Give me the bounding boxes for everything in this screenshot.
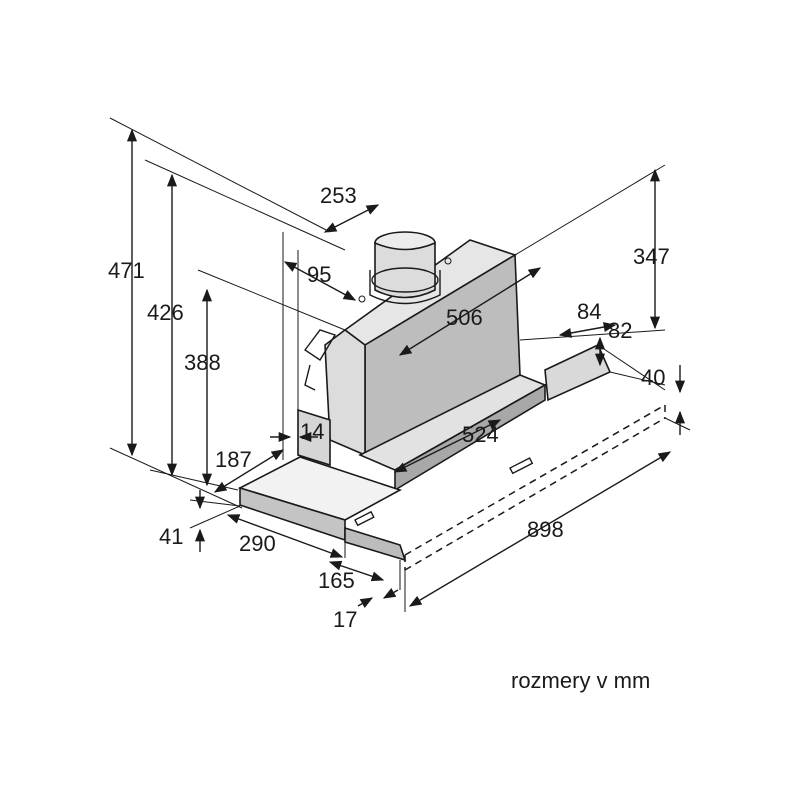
extension-lines — [109, 117, 691, 612]
dim-95: 95 — [307, 262, 331, 287]
dim-82: 82 — [608, 318, 632, 343]
dim-524: 524 — [462, 422, 499, 447]
dim-187: 187 — [215, 447, 252, 472]
dimension-labels: 471 426 388 253 95 506 347 84 82 40 14 5… — [108, 183, 670, 632]
dim-40: 40 — [641, 365, 665, 390]
units-caption: rozmery v mm — [511, 668, 651, 693]
dim-426: 426 — [147, 300, 184, 325]
dim-84: 84 — [577, 299, 601, 324]
dim-471: 471 — [108, 258, 145, 283]
dim-14: 14 — [300, 419, 324, 444]
dim-41: 41 — [159, 524, 183, 549]
box-left — [324, 329, 366, 457]
dim-347: 347 — [633, 244, 670, 269]
dim-506: 506 — [446, 305, 483, 330]
dimension-lines — [126, 128, 686, 609]
dim-253: 253 — [320, 183, 357, 208]
vent-bracket — [303, 329, 337, 361]
dim-290: 290 — [239, 531, 276, 556]
dim-165: 165 — [318, 568, 355, 593]
dim-17: 17 — [333, 607, 357, 632]
dim-898: 898 — [527, 517, 564, 542]
dim-388: 388 — [184, 350, 221, 375]
hood-body — [237, 231, 612, 562]
